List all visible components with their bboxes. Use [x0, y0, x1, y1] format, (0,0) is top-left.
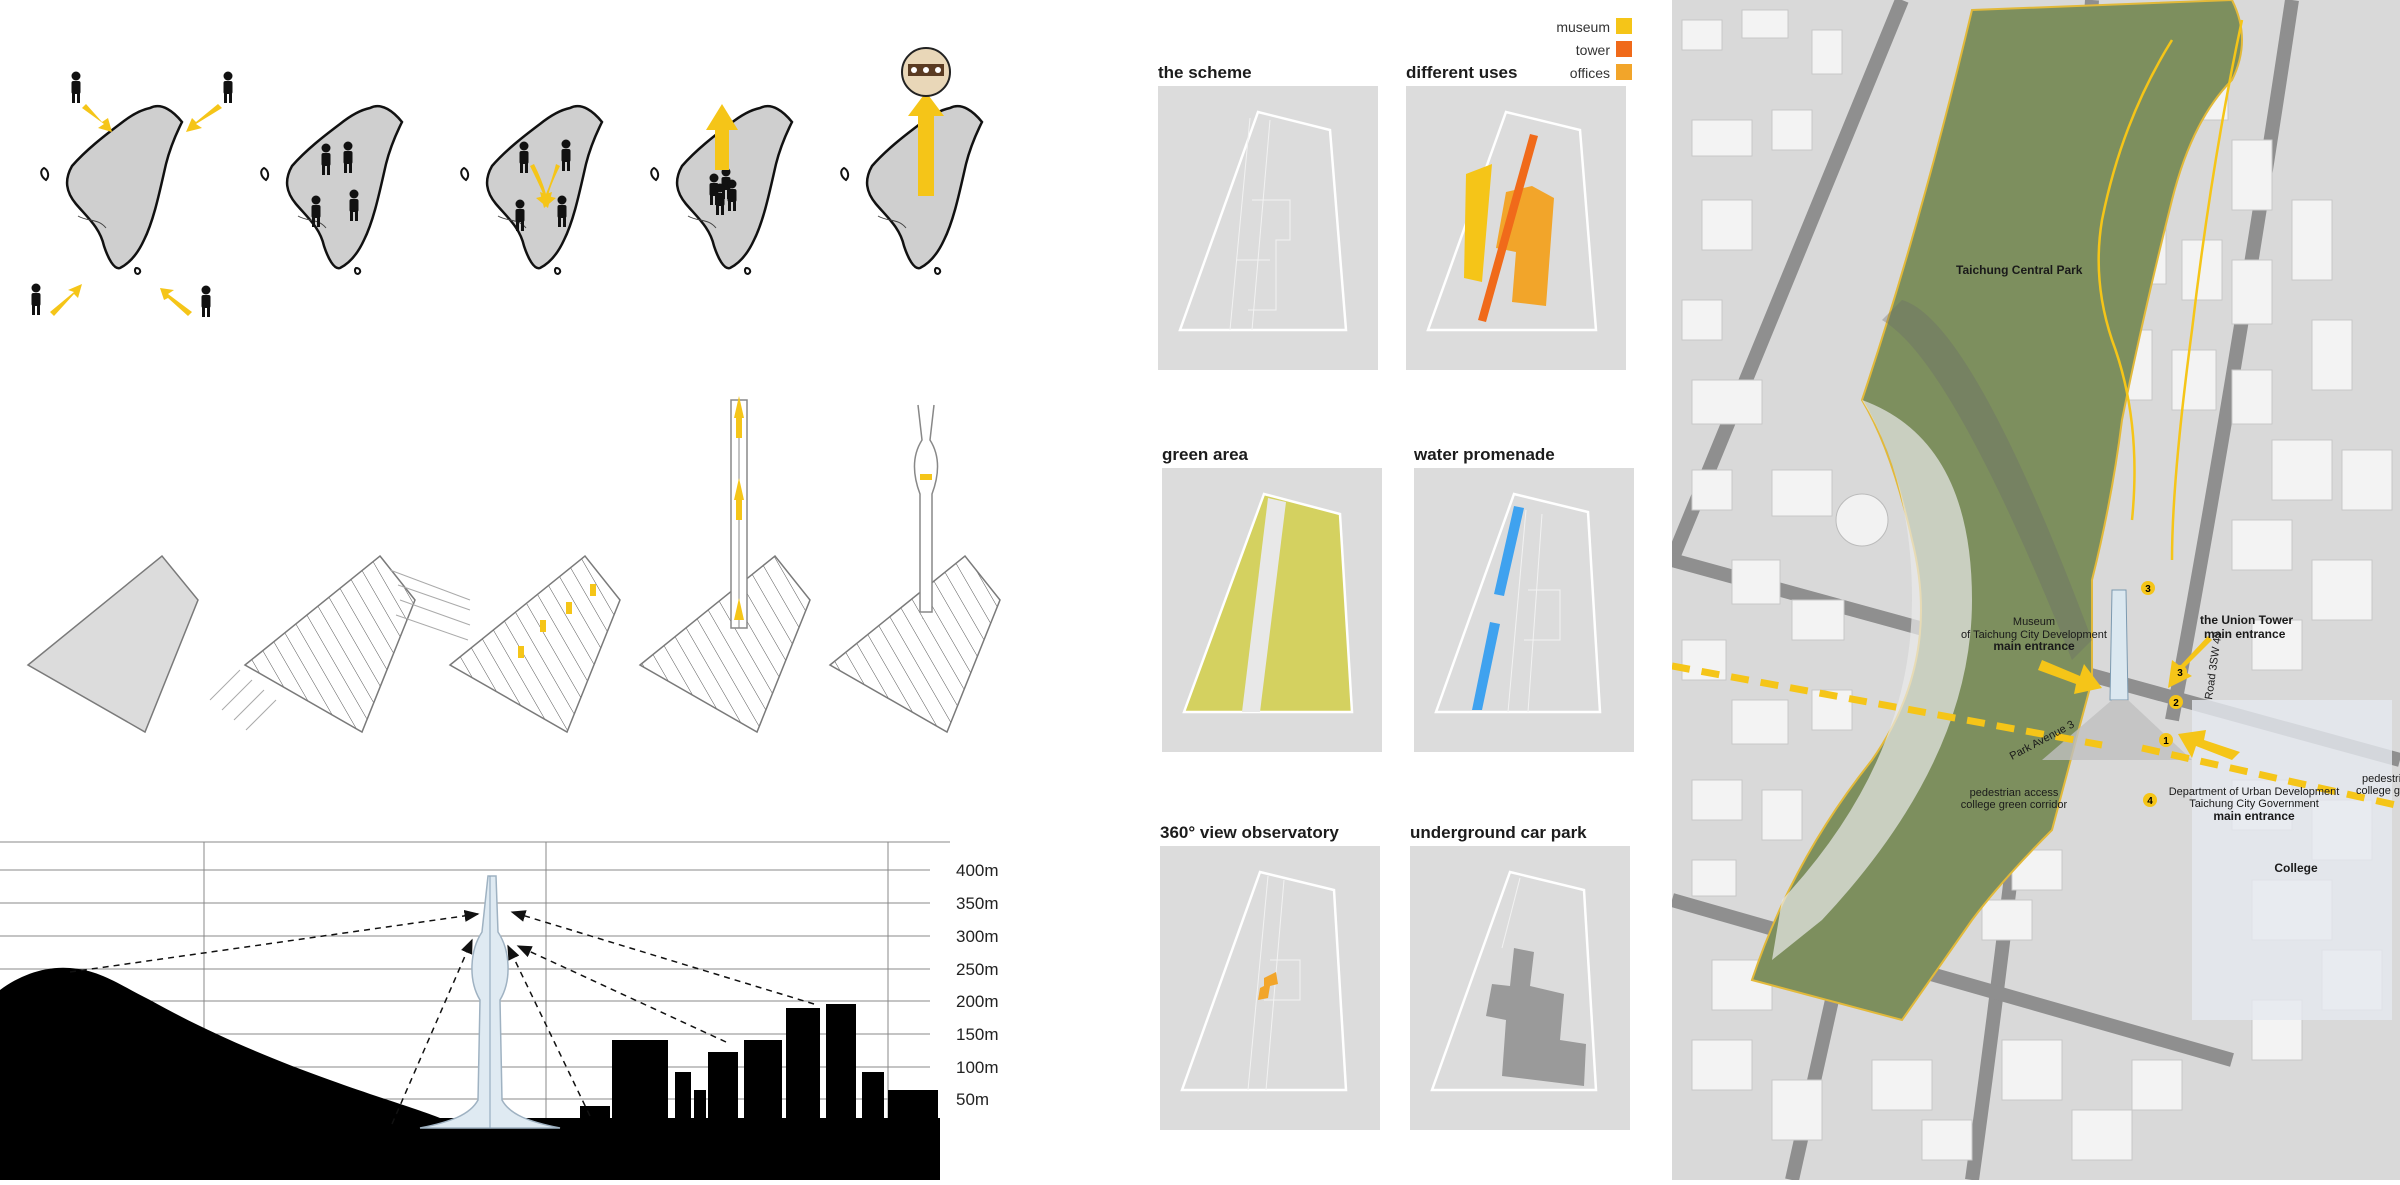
diagram-green: green area: [1162, 445, 1382, 752]
height-label-350: 350m: [956, 894, 999, 913]
site-evolution-5: [828, 404, 1001, 734]
svg-text:2: 2: [2173, 698, 2179, 709]
diagram-title-observatory: 360° view observatory: [1160, 823, 1339, 842]
water-strip-lower: [1472, 622, 1500, 710]
svg-text:4: 4: [2147, 796, 2153, 807]
tower-strip: [1478, 134, 1538, 322]
map-label-dept-3: main entrance: [2213, 809, 2295, 823]
svg-text:1: 1: [2163, 736, 2169, 747]
diagram-uses: different uses: [1406, 63, 1626, 370]
map-label-park: Taichung Central Park: [1956, 263, 2083, 277]
diagram-title-scheme: the scheme: [1158, 63, 1252, 82]
diagram-title-carpark: underground car park: [1410, 823, 1587, 842]
legend: museum tower offices: [1556, 18, 1632, 81]
site-map-svg: 1 2 3 4 3 Taichung Central Park Museum o…: [1672, 0, 2400, 1180]
diagram-water: water promenade: [1413, 445, 1634, 752]
observatory-mark: [1258, 972, 1278, 1000]
legend-swatch-tower: [1616, 41, 1632, 57]
concept-svg: 400m 350m 300m 250m 200m 150m 100m 50m: [0, 47, 1001, 1180]
map-label-pedestrian-2: college green corridor: [1961, 799, 2068, 811]
diagram-title-uses: different uses: [1406, 63, 1517, 82]
taiwan-map-2: [259, 104, 404, 276]
carpark-footprint: [1486, 948, 1586, 1086]
site-map: 1 2 3 4 3 Taichung Central Park Museum o…: [1672, 0, 2400, 1180]
map-label-tower-1: the Union Tower: [2200, 613, 2293, 627]
site-evolution-1: [26, 554, 199, 734]
site-evolution-4: [638, 396, 811, 734]
mountain-silhouette: [0, 967, 940, 1180]
svg-text:3: 3: [2145, 584, 2151, 595]
taiwan-map-3: [459, 104, 604, 276]
access-markers: 1 2 3 4 3: [2141, 581, 2187, 807]
water-strip-upper: [1494, 506, 1524, 596]
map-label-tower-2: main entrance: [2204, 627, 2286, 641]
map-label-pedestrian-1: pedestrian access: [1970, 787, 2059, 799]
site-evolution-3: [448, 554, 621, 734]
map-label-right-1: pedestrian: [2362, 773, 2400, 785]
program-svg: museum tower offices the scheme differen…: [1158, 18, 1634, 1130]
height-label-100: 100m: [956, 1058, 999, 1077]
park-loop-path: [2097, 39, 2174, 521]
map-label-right-2: college green: [2356, 785, 2400, 797]
legend-label-offices: offices: [1570, 65, 1610, 81]
map-label-museum-1: Museum: [2013, 616, 2055, 628]
height-chart: 400m 350m 300m 250m 200m 150m 100m 50m: [0, 841, 999, 1180]
svg-text:3: 3: [2177, 668, 2183, 679]
legend-swatch-museum: [1616, 18, 1632, 34]
arrow-icon: [160, 288, 192, 316]
height-label-150: 150m: [956, 1025, 999, 1044]
height-label-50: 50m: [956, 1090, 989, 1109]
height-label-400: 400m: [956, 861, 999, 880]
arrow-icon: [82, 104, 112, 132]
taiwan-map-1: [31, 71, 233, 317]
map-label-museum-2: of Taichung City Development: [1961, 629, 2107, 641]
site-evolution-2: [209, 554, 471, 734]
program-diagrams: museum tower offices the scheme differen…: [1140, 0, 1660, 1180]
map-label-museum-3: main entrance: [1993, 639, 2075, 653]
map-label-dept-2: Taichung City Government: [2189, 798, 2319, 810]
arrow-icon: [50, 284, 82, 316]
central-park: [1750, 0, 2243, 1022]
arrow-icon: [186, 104, 222, 132]
arrow-up-icon: [706, 104, 738, 170]
diagram-carpark: underground car park: [1410, 823, 1630, 1130]
tower-elevation: [419, 875, 561, 1129]
height-label-200: 200m: [956, 992, 999, 1011]
tower-3d: [2042, 589, 2192, 760]
height-label-250: 250m: [956, 960, 999, 979]
legend-swatch-offices: [1616, 64, 1632, 80]
taiwan-map-5: [839, 47, 984, 276]
height-label-300: 300m: [956, 927, 999, 946]
diagram-title-green: green area: [1162, 445, 1249, 464]
museum-entrance-arrow: [2038, 660, 2102, 694]
diagram-scheme: the scheme: [1158, 63, 1378, 370]
diagram-observatory: 360° view observatory: [1160, 823, 1380, 1130]
legend-label-tower: tower: [1576, 42, 1611, 58]
arrow-up-icon: [908, 92, 944, 196]
dept-entrance-arrow: [2178, 730, 2240, 760]
map-label-dept-1: Department of Urban Development: [2169, 786, 2340, 798]
diagram-title-water: water promenade: [1413, 445, 1555, 464]
city-skyline: [580, 1004, 938, 1120]
taiwan-map-4: [649, 104, 794, 276]
legend-label-museum: museum: [1556, 19, 1610, 35]
concept-diagrams: 400m 350m 300m 250m 200m 150m 100m 50m: [0, 0, 1140, 1180]
pedestrian-corridor: [1672, 662, 2400, 810]
museum-block: [1464, 164, 1492, 282]
map-label-college: College: [2274, 861, 2318, 875]
